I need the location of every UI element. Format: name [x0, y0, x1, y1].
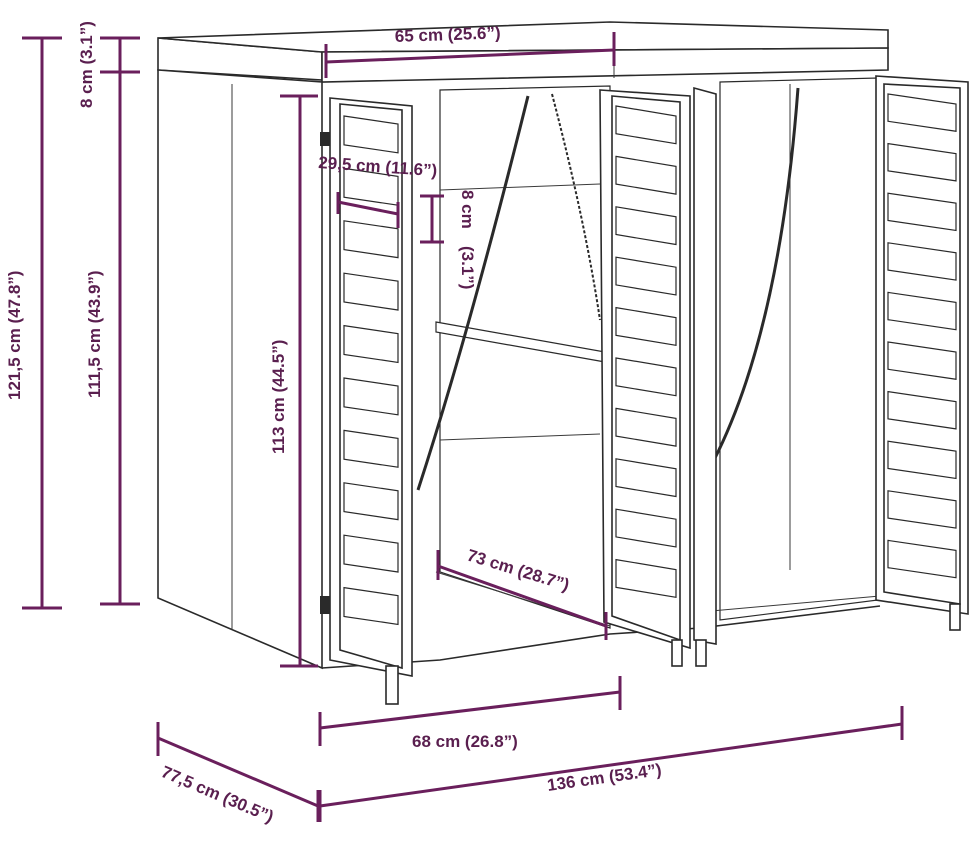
door-slat	[615, 357, 677, 397]
lid-height-label: 8 cm (3.1”)	[77, 21, 96, 108]
door-slat	[615, 407, 677, 447]
middle-door-slats	[615, 105, 677, 599]
door-slat	[887, 291, 957, 331]
right-compartment-back	[719, 77, 879, 621]
hinge-bottom	[320, 596, 330, 614]
door-slat	[615, 458, 677, 498]
door-slat	[343, 586, 399, 626]
lid-front	[321, 47, 889, 83]
hinge-top	[320, 132, 330, 146]
door-slat	[887, 341, 957, 380]
lid-top	[157, 21, 889, 53]
door-slat	[887, 242, 957, 281]
rope-left	[416, 95, 530, 491]
door-slat	[887, 440, 957, 480]
total-height-label: 121,5 cm (47.8”)	[5, 271, 24, 400]
chain-middle	[551, 93, 601, 321]
body-height-label: 111,5 cm (43.9”)	[85, 270, 104, 398]
door-slat	[615, 256, 677, 296]
door-slat	[343, 429, 399, 468]
dimension-lines	[22, 32, 904, 822]
door-slat	[615, 306, 677, 347]
total-depth-label: 77,5 cm (30.5”)	[158, 762, 276, 826]
door-slat	[343, 220, 399, 259]
door-slat	[615, 155, 677, 195]
door-slat	[343, 534, 399, 573]
door-height-label: 113 cm (44.5”)	[269, 340, 288, 454]
left-side-wall	[157, 69, 323, 670]
top-width-label: 65 cm (25.6”)	[394, 23, 500, 46]
door-slat	[615, 508, 677, 548]
door-slat	[887, 93, 957, 132]
middle-door-right	[693, 86, 717, 645]
door-slat	[615, 558, 677, 599]
rope-right	[712, 87, 800, 461]
slat-gap-label: 8 cm	[458, 190, 477, 229]
door-slat	[887, 390, 957, 430]
door-slat	[887, 192, 957, 232]
left-compartment-back	[439, 85, 611, 629]
door-slat	[343, 115, 399, 154]
door-slat	[887, 142, 957, 182]
left-door-foot	[385, 665, 399, 705]
slat-gap-inch-label: (3.1”)	[458, 246, 477, 289]
right-door-slats	[887, 93, 957, 579]
door-slat	[343, 482, 399, 521]
left-door-slats	[343, 115, 399, 626]
door-slat	[615, 105, 677, 145]
compartment-width-label: 68 cm (26.8”)	[412, 732, 518, 751]
door-slat	[343, 324, 399, 364]
door-slat	[615, 206, 677, 246]
door-slat	[343, 272, 399, 311]
door-slat	[887, 490, 957, 529]
door-slat	[343, 377, 399, 416]
door-slat	[887, 539, 957, 579]
